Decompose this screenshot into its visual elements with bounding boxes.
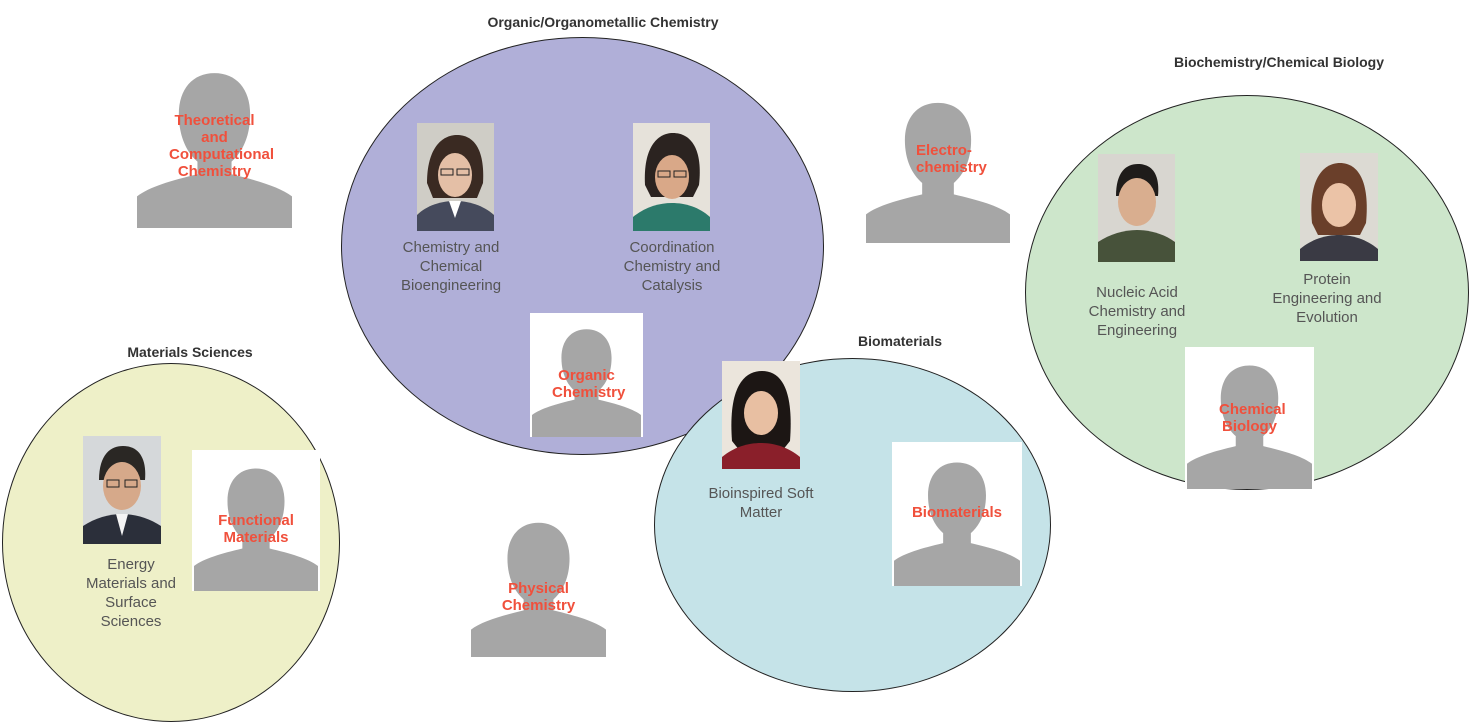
faculty-photo-nucleic: [1098, 154, 1175, 262]
organic-group-title: Organic/Organometallic Chemistry: [487, 14, 719, 30]
open-position-label: Theoretical and Computational Chemistry: [169, 112, 274, 180]
faculty-photo-energy: [83, 436, 161, 544]
person-silhouette-icon: [137, 73, 292, 228]
faculty-photo-protein: [1300, 153, 1378, 261]
open-position-label: Functional Materials: [218, 512, 294, 546]
open-position-organic: Organic Chemistry: [530, 313, 643, 437]
open-position-theoretical: Theoretical and Computational Chemistry: [137, 70, 292, 228]
faculty-caption: Bioinspired Soft Matter: [708, 485, 814, 521]
person-silhouette-icon: [194, 468, 318, 591]
open-position-label: Electro-chemistry: [916, 142, 987, 176]
open-position-physical: Physical Chemistry: [471, 520, 606, 657]
open-position-label: Organic Chemistry: [552, 367, 626, 401]
faculty-caption: Chemistry and Chemical Bioengineering: [400, 239, 502, 294]
person-silhouette-icon: [532, 329, 641, 437]
faculty-caption: Energy Materials and Surface Sciences: [85, 556, 177, 630]
person-silhouette-icon: [894, 462, 1020, 586]
open-position-label: Biomaterials: [911, 504, 1003, 521]
person-photo-icon: [417, 123, 494, 231]
person-photo-icon: [83, 436, 161, 544]
faculty-caption: Protein Engineering and Evolution: [1272, 271, 1382, 326]
person-photo-icon: [1300, 153, 1378, 261]
person-silhouette-icon: [866, 102, 1010, 243]
biomaterials-group-title: Biomaterials: [857, 333, 943, 349]
open-position-chemical-biology: Chemical Biology: [1185, 347, 1314, 489]
person-photo-icon: [722, 361, 800, 469]
faculty-caption: Nucleic Acid Chemistry and Engineering: [1088, 284, 1186, 339]
person-silhouette-icon: [1187, 365, 1312, 489]
open-position-electrochemistry: Electro-chemistry: [866, 100, 1010, 243]
faculty-photo-bioinspired: [722, 361, 800, 469]
person-photo-icon: [633, 123, 710, 231]
open-position-label: Chemical Biology: [1219, 401, 1286, 435]
open-position-functional-materials: Functional Materials: [192, 450, 320, 591]
person-photo-icon: [1098, 154, 1175, 262]
biochem-group-title: Biochemistry/Chemical Biology: [1173, 54, 1385, 70]
person-silhouette-icon: [471, 522, 606, 657]
materials-group-title: Materials Sciences: [127, 344, 253, 360]
open-position-biomaterials: Biomaterials: [892, 442, 1022, 586]
faculty-photo-coordination: [633, 123, 710, 231]
open-position-label: Physical Chemistry: [501, 580, 576, 614]
faculty-photo-chem-bioeng: [417, 123, 494, 231]
faculty-caption: Coordination Chemistry and Catalysis: [623, 239, 721, 294]
